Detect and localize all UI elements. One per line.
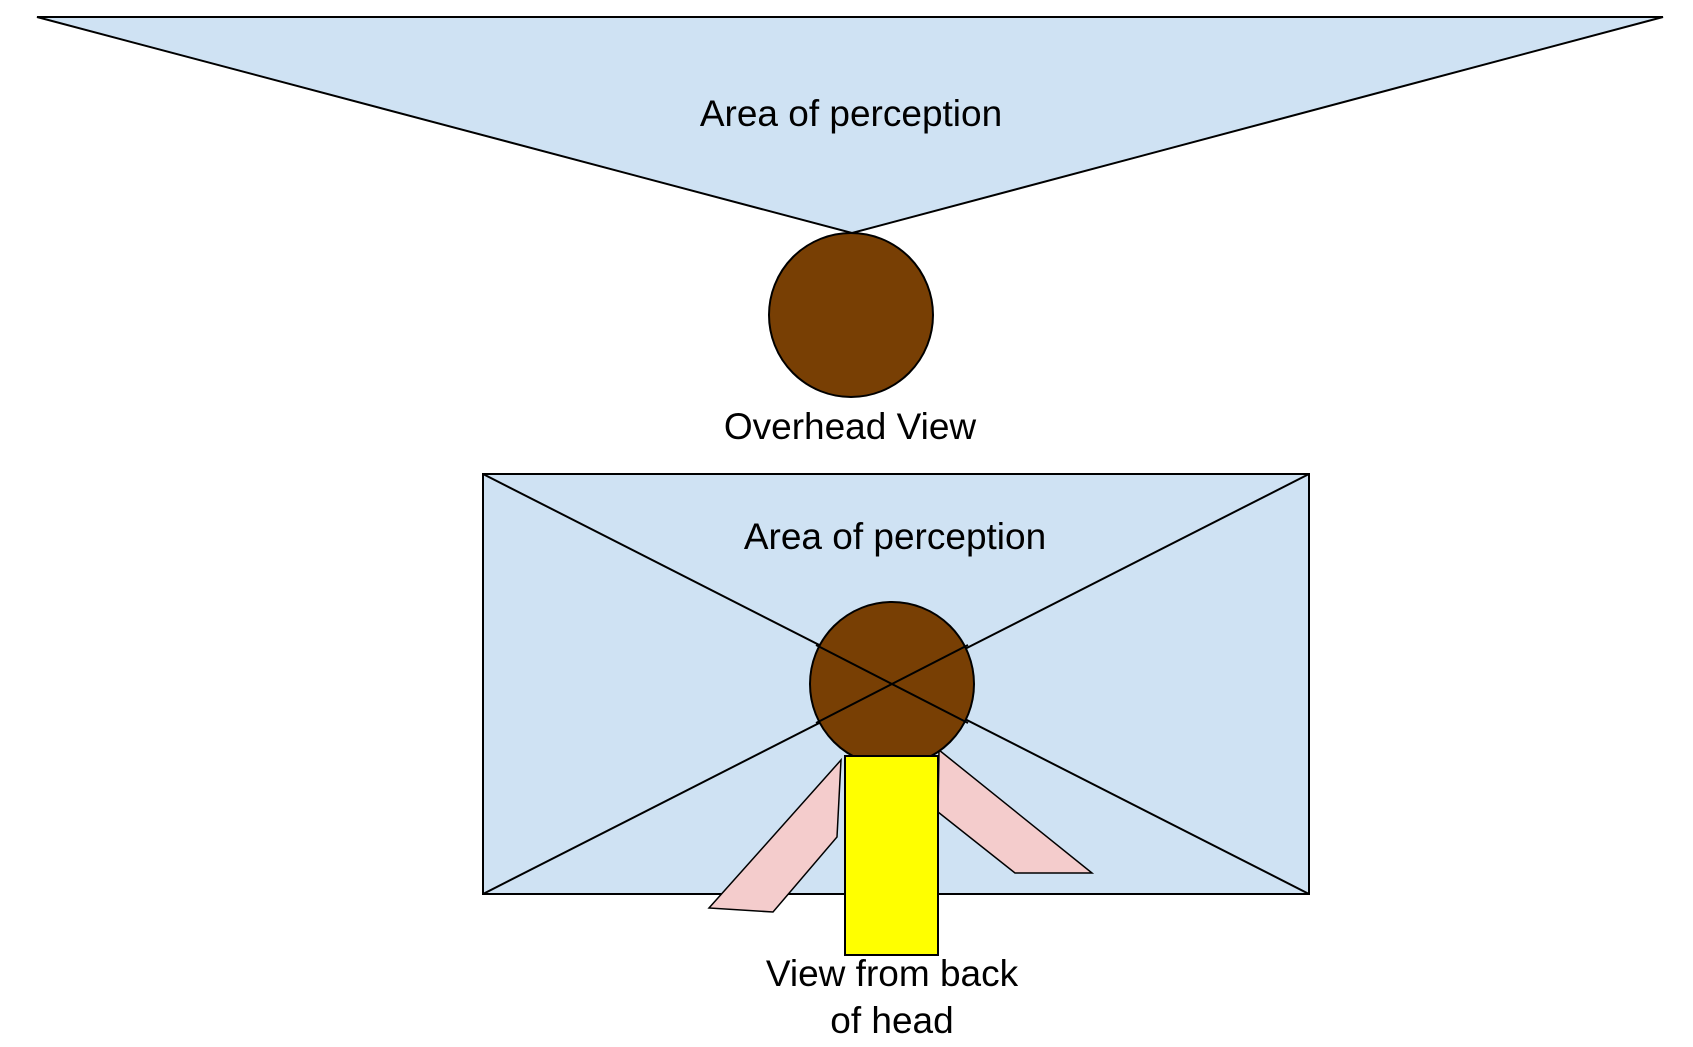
overhead-head [768,232,934,398]
back-caption-line1: View from back [766,953,1019,994]
overhead-area-label: Area of perception [700,93,1002,134]
body-torso [844,755,939,956]
head-diagonal-2 [815,644,969,724]
left-arm [707,757,842,913]
overhead-caption: Overhead View [724,406,977,447]
overhead-perception-area [36,16,1664,235]
back-view: Area of perception View from back of hea… [482,473,1310,1041]
back-caption-line2: of head [830,1000,953,1041]
back-area-label: Area of perception [744,516,1046,557]
overhead-view: Area of perception Overhead View [36,16,1664,447]
